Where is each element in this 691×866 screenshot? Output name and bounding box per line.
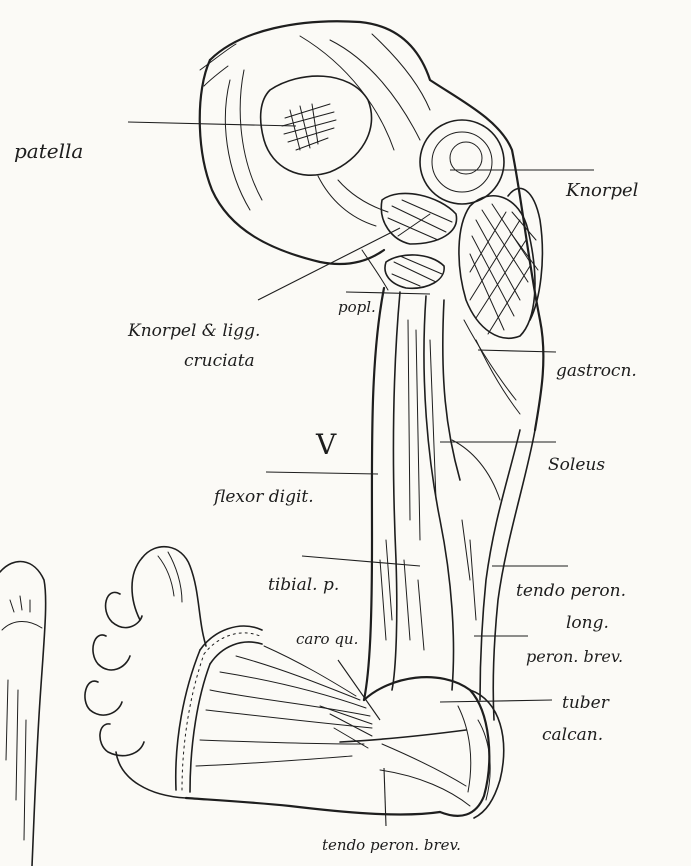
label-tuber-line2: calcan. xyxy=(542,725,603,745)
label-knorpel-ligg-line2: cruciata xyxy=(184,351,255,371)
label-gastrocn: gastrocn. xyxy=(556,361,637,381)
label-flexor-digit: flexor digit. xyxy=(212,487,314,507)
label-patella: patella xyxy=(14,139,83,163)
label-knorpel: Knorpel xyxy=(565,180,639,201)
label-caro-qu: caro qu. xyxy=(296,630,358,648)
leg-shaft-drawing xyxy=(364,288,535,720)
label-tendo-peron-long-line1: tendo peron. xyxy=(516,581,626,601)
plate-number: V xyxy=(315,428,337,461)
label-knorpel-ligg-line1: Knorpel & ligg. xyxy=(127,321,260,341)
label-tendo-peron-long-line2: long. xyxy=(566,613,609,633)
label-tuber-line1: tuber xyxy=(562,693,610,713)
label-soleus: Soleus xyxy=(548,455,605,475)
label-tendo-peron-brev: tendo peron. brev. xyxy=(322,836,461,854)
label-peron-brev: peron. brev. xyxy=(526,647,623,666)
labels: V patella Knorpel Knorpel & ligg. crucia… xyxy=(14,139,639,854)
partial-bone-drawing xyxy=(0,562,46,866)
label-popl: popl. xyxy=(338,298,376,316)
label-tibial-p: tibial. p. xyxy=(268,575,339,595)
